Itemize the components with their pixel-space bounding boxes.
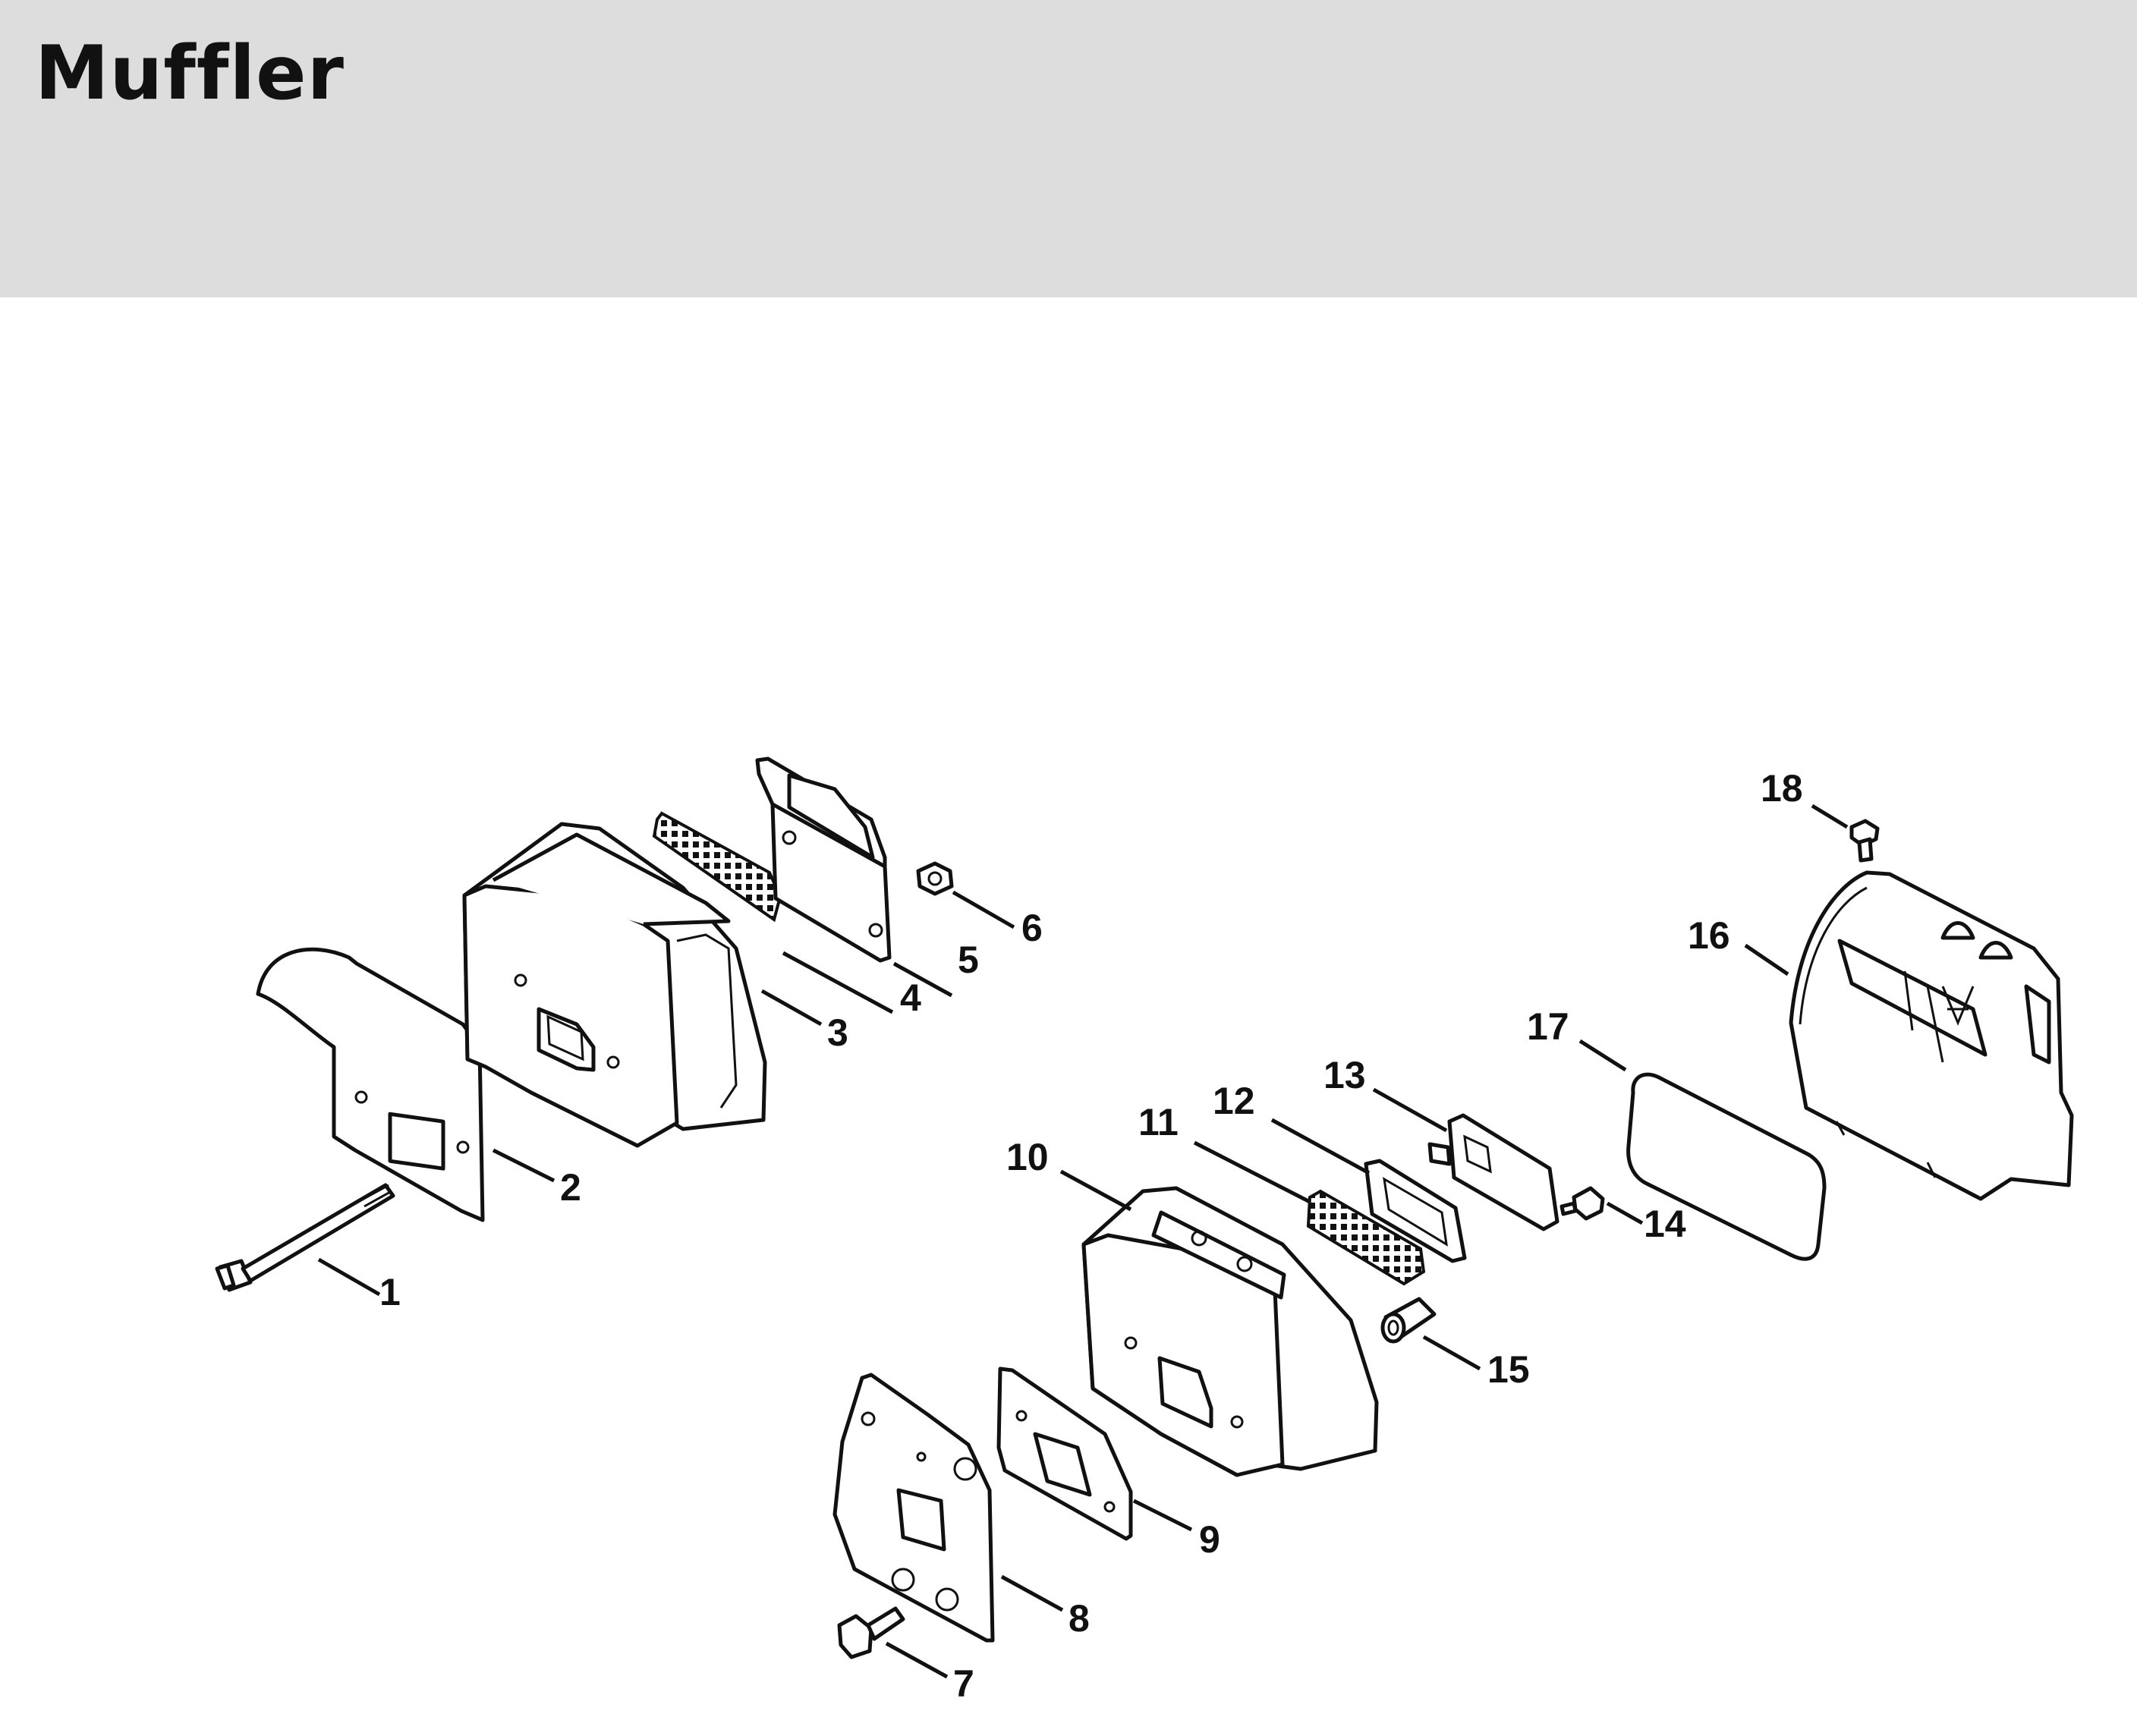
callout-2: 2 <box>560 1166 581 1209</box>
part-8-mounting-plate[interactable] <box>832 1373 995 1643</box>
part-7-bolt[interactable] <box>837 1606 905 1659</box>
part-11-screen[interactable] <box>1306 1189 1426 1286</box>
part-16-outer-cover[interactable] <box>1789 870 2074 1201</box>
callout-labels: 1 2 3 4 5 6 7 8 9 10 11 12 13 14 15 16 1… <box>379 767 1803 1705</box>
callout-4: 4 <box>900 976 921 1019</box>
callout-9: 9 <box>1199 1518 1220 1561</box>
part-10-muffler-housing[interactable] <box>1081 1186 1379 1477</box>
callout-7: 7 <box>953 1662 974 1705</box>
part-12-gasket-frame[interactable] <box>1364 1159 1467 1263</box>
part-3-muffler-housing[interactable] <box>462 822 767 1148</box>
callout-18: 18 <box>1761 767 1803 810</box>
callout-3: 3 <box>827 1011 848 1054</box>
callout-1: 1 <box>379 1271 401 1313</box>
part-14-screw[interactable] <box>1559 1186 1605 1221</box>
callout-15: 15 <box>1487 1348 1530 1391</box>
callout-14: 14 <box>1644 1203 1686 1245</box>
part-9-gasket[interactable] <box>996 1366 1133 1541</box>
part-6-nut[interactable] <box>916 861 954 896</box>
part-2-heat-shield[interactable] <box>256 947 485 1222</box>
callout-5: 5 <box>958 939 979 981</box>
part-15-sleeve[interactable] <box>1380 1297 1437 1344</box>
callout-17: 17 <box>1527 1005 1569 1048</box>
leader-lines <box>317 804 1849 1679</box>
callout-8: 8 <box>1068 1597 1090 1640</box>
page-title: Muffler <box>35 30 345 117</box>
part-18-screw[interactable] <box>1849 819 1880 863</box>
callout-13: 13 <box>1323 1054 1366 1096</box>
header-band: Muffler <box>0 0 2137 297</box>
callout-16: 16 <box>1688 914 1730 957</box>
callout-10: 10 <box>1006 1136 1049 1178</box>
callout-6: 6 <box>1021 907 1043 949</box>
part-5-cover-plate[interactable] <box>755 756 892 963</box>
callout-11: 11 <box>1138 1101 1179 1143</box>
part-13-bracket[interactable] <box>1427 1113 1559 1231</box>
callout-12: 12 <box>1213 1080 1255 1122</box>
part-17-plate[interactable] <box>1626 1072 1827 1261</box>
part-1-bolt[interactable] <box>215 1183 395 1292</box>
